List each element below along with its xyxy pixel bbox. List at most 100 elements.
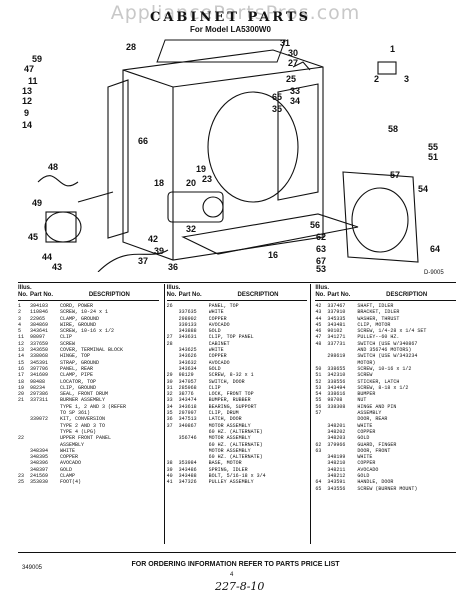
cord — [37, 175, 79, 187]
illus-no: 29 — [166, 372, 173, 379]
callout-16: 16 — [268, 250, 278, 260]
illus-no: 46 — [315, 328, 322, 335]
table-top-rule — [18, 282, 456, 283]
description: SCREW, 8-18 x 1/2 — [357, 384, 409, 391]
illus-no: 20 — [18, 391, 25, 398]
description: ASSEMBLY — [60, 441, 85, 448]
description: BURNER ASSEMBLY — [60, 397, 106, 404]
illus-no: 14 — [18, 353, 25, 360]
description: CLIP, DRUM — [208, 410, 239, 417]
part-no: 348396 — [30, 460, 49, 467]
callout-42: 42 — [148, 234, 158, 244]
table-row: TO SP 361) — [18, 410, 159, 416]
part-no: 38776 — [178, 391, 194, 398]
callout-56: 56 — [310, 220, 320, 230]
illus-no: 44 — [315, 315, 322, 322]
part-no: 343591 — [327, 479, 346, 486]
table-row: 60 HZ. (ALTERNATE) — [167, 442, 308, 448]
callout-59: 59 — [32, 54, 42, 64]
illus-no: 15 — [18, 359, 25, 366]
part-no: 343650 — [30, 347, 49, 354]
cabinet-base — [181, 213, 359, 255]
illus-no: 2 — [18, 309, 22, 316]
part-no: 343634 — [178, 365, 197, 372]
callout-1: 1 — [390, 44, 395, 54]
illus-no: 13 — [18, 347, 25, 354]
description: SWITCH (USE W/343234 — [357, 353, 418, 360]
description: WIRE, GROUND — [60, 321, 97, 328]
clip-part — [292, 61, 311, 71]
illus-no: 25 — [18, 479, 25, 486]
callout-35: 35 — [272, 104, 282, 114]
description: DOOR, REAR — [357, 416, 388, 423]
part-no: 343474 — [178, 397, 197, 404]
callout-49: 49 — [32, 198, 42, 208]
description: PULLEY--60 HZ. — [357, 334, 400, 341]
description: GOLD — [357, 473, 370, 480]
description: SEAL, FRONT DRUM — [60, 391, 109, 398]
part-no: 98488 — [30, 378, 46, 385]
description: SCREW (BURNER MOUNT) — [357, 485, 418, 492]
description: UPPER FRONT PANEL — [60, 435, 112, 442]
description: TYPE 2 AND 3 TO — [60, 422, 106, 429]
document-code: 349005 — [22, 565, 43, 571]
description: WHITE — [357, 422, 373, 429]
illus-no: 16 — [18, 365, 25, 372]
page-subtitle: For Model LA5300W0 — [190, 25, 271, 34]
table-row: MOTOR ASSEMBLY — [167, 448, 308, 454]
part-no: 343494 — [327, 384, 346, 391]
burner-assembly — [167, 191, 224, 223]
description: SCREW, 8-32 x 1 — [208, 372, 254, 379]
door-window — [351, 187, 409, 253]
part-no: 343625 — [178, 347, 197, 354]
description: CORD, POWER — [60, 303, 94, 309]
callout-23: 23 — [202, 174, 212, 184]
illus-no: 27 — [166, 334, 173, 341]
illus-no: 50 — [315, 365, 322, 372]
part-no: 343488 — [178, 473, 197, 480]
callout-39: 39 — [154, 246, 164, 256]
callout-33: 33 — [290, 86, 300, 96]
illus-no: 40 — [166, 473, 173, 480]
description: MOTOR ASSEMBLY — [208, 435, 251, 442]
callout-11: 11 — [28, 76, 38, 86]
top-panel — [156, 39, 286, 63]
description: WHITE — [208, 309, 224, 316]
description: NUT — [357, 397, 367, 404]
page-number: 4 — [230, 572, 234, 578]
callout-12: 12 — [22, 96, 32, 106]
part-no: 343486 — [178, 466, 197, 473]
illus-no: 47 — [315, 334, 322, 341]
part-no: 98708 — [327, 397, 343, 404]
description: CLAMP — [60, 473, 76, 480]
illus-no: 18 — [18, 378, 25, 385]
illus-no: 5 — [18, 328, 22, 335]
callout-45: 45 — [28, 232, 38, 242]
watermark: AppliancePartsPros.com — [110, 2, 361, 24]
description: AVOCADO — [208, 359, 230, 366]
description: DOOR, FRONT — [357, 447, 391, 454]
illus-no: 4 — [18, 321, 22, 328]
part-no: 337731 — [327, 340, 346, 347]
